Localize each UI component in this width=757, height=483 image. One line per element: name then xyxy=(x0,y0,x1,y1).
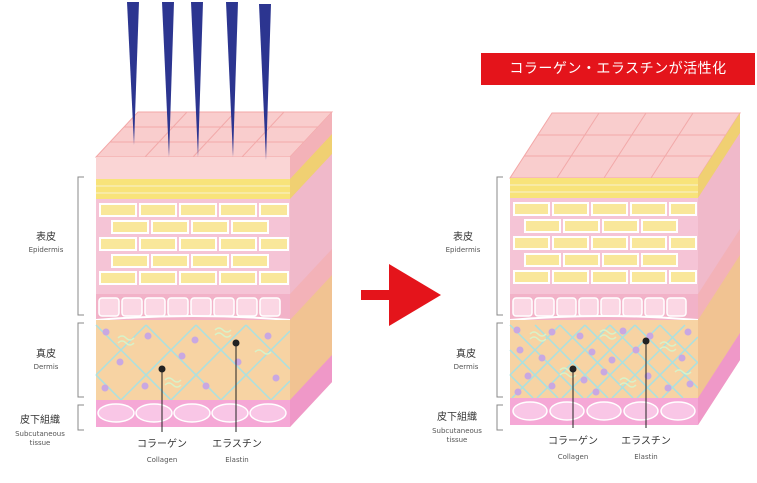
subcutaneous-label-en2: tissue xyxy=(447,436,468,444)
callout-lines xyxy=(158,339,240,432)
basement-membrane xyxy=(509,315,699,321)
collagen-label-en: Collagen xyxy=(558,453,589,461)
fat-cells xyxy=(97,403,287,423)
epidermis-bricks xyxy=(513,202,697,284)
dermis-label-en: Dermis xyxy=(454,363,479,371)
epidermis-label-en: Epidermis xyxy=(29,246,64,254)
elastin-label-jp: エラスチン xyxy=(212,438,262,450)
elastin-label-en: Elastin xyxy=(225,456,248,464)
callout-lines xyxy=(569,337,650,428)
basal-cells xyxy=(98,297,281,317)
subcutaneous-label-en1: Subcutaneous xyxy=(15,430,65,438)
top-grid xyxy=(110,111,318,158)
fat-cells xyxy=(512,401,696,421)
collagen-label-en: Collagen xyxy=(147,456,178,464)
epidermis-label-jp: 表皮 xyxy=(453,230,473,243)
needle-3 xyxy=(191,2,203,157)
subcutaneous-label-jp: 皮下組織 xyxy=(437,410,477,423)
collagen-label-jp: コラーゲン xyxy=(137,438,187,450)
elastin-waves xyxy=(529,329,692,388)
elastin-label-en: Elastin xyxy=(634,453,657,461)
subcutaneous-label-en2: tissue xyxy=(30,439,51,447)
needle-2 xyxy=(162,2,174,157)
subcutaneous-label-en1: Subcutaneous xyxy=(432,427,482,435)
needle-1 xyxy=(127,2,139,145)
epidermis-bricks xyxy=(99,203,289,285)
microneedles xyxy=(127,2,271,160)
dermis-label-jp: 真皮 xyxy=(456,347,476,360)
dermis-label-jp: 真皮 xyxy=(36,347,56,360)
dermis-label-en: Dermis xyxy=(34,363,59,371)
skin-block-after: 表皮 Epidermis 真皮 Dermis 皮下組織 Subcutaneous… xyxy=(432,112,741,461)
stratum-layer xyxy=(510,178,698,198)
epidermis-label-en: Epidermis xyxy=(446,246,481,254)
collagen-label-jp: コラーゲン xyxy=(548,435,598,447)
epidermis-label-jp: 表皮 xyxy=(36,230,56,243)
collagen-fibers xyxy=(95,324,291,401)
layer-brackets xyxy=(496,176,503,431)
subcutaneous-label-jp: 皮下組織 xyxy=(20,413,60,426)
top-grid xyxy=(524,112,726,179)
activation-banner: コラーゲン・エラスチンが活性化 xyxy=(481,53,755,85)
stratum-layer xyxy=(96,179,290,199)
needle-5 xyxy=(259,4,271,160)
surface-line xyxy=(96,157,290,179)
elastin-label-jp: エラスチン xyxy=(621,435,671,447)
skin-block-before: 表皮 Epidermis 真皮 Dermis 皮下組織 Subcutaneous… xyxy=(15,2,334,464)
transition-arrow xyxy=(361,264,441,326)
needle-4 xyxy=(226,2,238,157)
basement-membrane xyxy=(95,315,291,321)
elastin-waves xyxy=(117,327,272,388)
layer-brackets xyxy=(77,176,84,431)
